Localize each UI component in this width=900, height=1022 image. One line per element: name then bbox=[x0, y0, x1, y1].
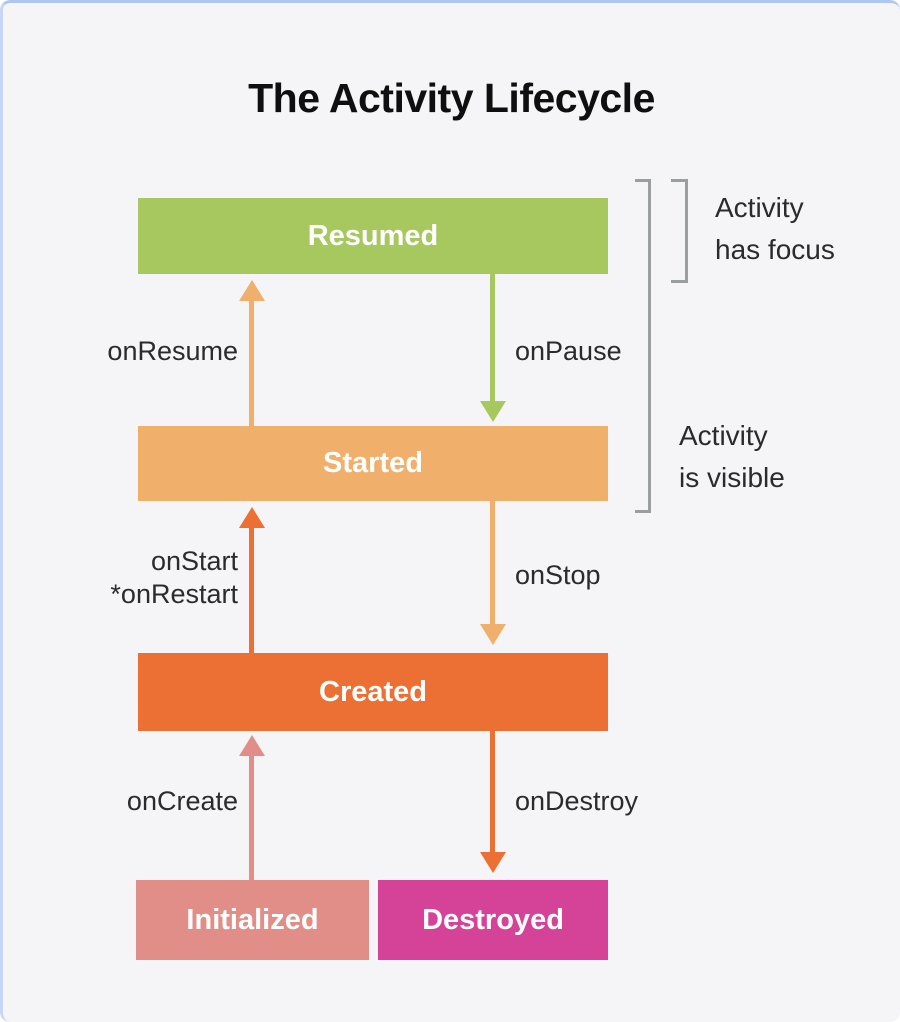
transition-label-onstart: onStart *onRestart bbox=[110, 545, 238, 611]
state-box-destroyed: Destroyed bbox=[378, 880, 608, 960]
state-box-resumed: Resumed bbox=[138, 198, 608, 274]
state-label-created: Created bbox=[319, 675, 427, 708]
annotation-activity-has-focus: Activity has focus bbox=[715, 187, 835, 271]
arrow-shaft bbox=[490, 274, 495, 402]
arrow-shaft bbox=[490, 501, 495, 625]
arrowhead-down-icon bbox=[480, 624, 506, 645]
annotation-line: is visible bbox=[679, 462, 785, 493]
annotation-line: has focus bbox=[715, 234, 835, 265]
arrowhead-down-icon bbox=[480, 401, 506, 422]
annotation-activity-is-visible: Activity is visible bbox=[679, 415, 785, 499]
state-label-resumed: Resumed bbox=[307, 219, 439, 252]
bracket-activity-is-visible bbox=[635, 179, 651, 513]
state-box-created: Created bbox=[138, 653, 608, 731]
annotation-line: Activity bbox=[679, 420, 768, 451]
state-label-destroyed: Destroyed bbox=[422, 903, 564, 936]
state-box-initialized: Initialized bbox=[136, 880, 369, 960]
arrowhead-up-icon bbox=[239, 507, 265, 528]
arrow-shaft bbox=[490, 731, 495, 853]
transition-label-oncreate: onCreate bbox=[126, 786, 238, 816]
bracket-activity-has-focus bbox=[671, 179, 688, 283]
state-label-initialized: Initialized bbox=[186, 903, 319, 936]
transition-label-onpause: onPause bbox=[515, 336, 622, 366]
transition-label-onstart-line1: onStart bbox=[150, 546, 238, 576]
annotation-line: Activity bbox=[715, 192, 804, 223]
page-title: The Activity Lifecycle bbox=[248, 75, 655, 121]
arrowhead-up-icon bbox=[239, 735, 265, 756]
arrow-shaft bbox=[249, 527, 254, 653]
arrow-shaft bbox=[249, 300, 254, 426]
arrow-shaft bbox=[249, 755, 254, 880]
transition-label-onresume: onResume bbox=[107, 336, 238, 366]
state-label-started: Started bbox=[323, 447, 423, 479]
arrowhead-up-icon bbox=[239, 280, 265, 301]
state-box-started: Started bbox=[138, 426, 608, 501]
transition-label-ondestroy: onDestroy bbox=[515, 786, 639, 816]
arrowhead-down-icon bbox=[480, 852, 506, 873]
transition-label-onstop: onStop bbox=[515, 560, 601, 590]
transition-label-onstart-line2: *onRestart bbox=[110, 579, 238, 609]
